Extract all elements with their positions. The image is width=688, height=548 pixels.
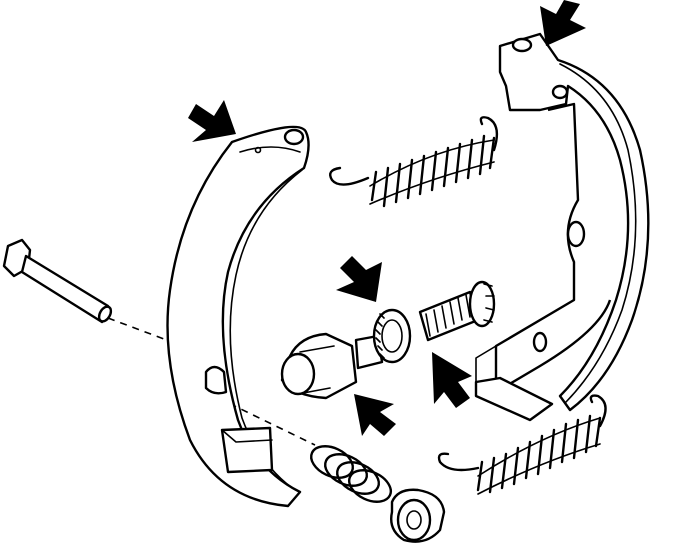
arrow-left-shoe bbox=[188, 100, 236, 142]
hold-down-cup bbox=[390, 488, 446, 543]
lower-return-spring bbox=[437, 394, 607, 495]
left-brake-shoe bbox=[166, 125, 310, 508]
adjuster-star-wheel bbox=[354, 308, 412, 370]
upper-return-spring bbox=[329, 116, 499, 208]
arrow-adjuster-screw bbox=[432, 352, 472, 408]
right-brake-shoe bbox=[474, 32, 650, 422]
arrow-right-shoe bbox=[540, 0, 586, 46]
pointer-arrows bbox=[188, 0, 586, 436]
arrow-star-wheel bbox=[336, 256, 382, 302]
adjuster-socket bbox=[280, 332, 358, 400]
hold-down-pin bbox=[2, 238, 113, 324]
arrow-hold-down-spring bbox=[354, 394, 396, 436]
adjuster-screw bbox=[418, 280, 496, 342]
hold-down-spring bbox=[310, 445, 392, 503]
